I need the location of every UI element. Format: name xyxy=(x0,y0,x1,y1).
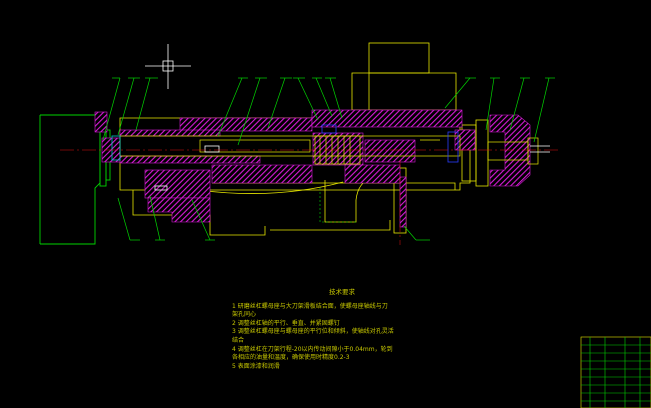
crosshair-cursor-icon xyxy=(145,44,191,89)
technical-requirements: 技术要求 1 研磨丝杠螺母座与大刀架滑板结合面，使螺母座轴线与刀 架孔同心 2 … xyxy=(232,288,442,371)
lower-dashed-zone xyxy=(319,188,356,223)
notes-line: 2 调整丝杠轴的平行、垂直、并紧固螺钉 xyxy=(232,319,340,327)
notes-line: 1 研磨丝杠螺母座与大刀架滑板结合面，使螺母座轴线与刀 xyxy=(232,302,388,310)
notes-line: 3 调整丝杠螺母座与螺母座的平行位和倾斜，使轴线对孔灵活 xyxy=(232,328,394,336)
left-chuck-plate xyxy=(39,114,111,245)
detail-parts xyxy=(111,124,550,191)
notes-line: 各相应的油量和温度，确保使用时精度0.2-3 xyxy=(232,354,350,362)
notes-line: 架孔同心 xyxy=(232,311,257,319)
notes-title: 技术要求 xyxy=(329,288,355,296)
title-block xyxy=(580,336,651,408)
leader-lines xyxy=(102,77,555,241)
notes-line: 4 调整丝杠在刀架行程-20以内传动间隙小于0.04mm，轮到 xyxy=(232,345,393,353)
top-housing xyxy=(351,42,457,111)
notes-line: 5 表面涂漆和润滑 xyxy=(232,362,280,370)
notes-line: 结合 xyxy=(232,336,245,344)
hatched-sections xyxy=(94,109,531,228)
